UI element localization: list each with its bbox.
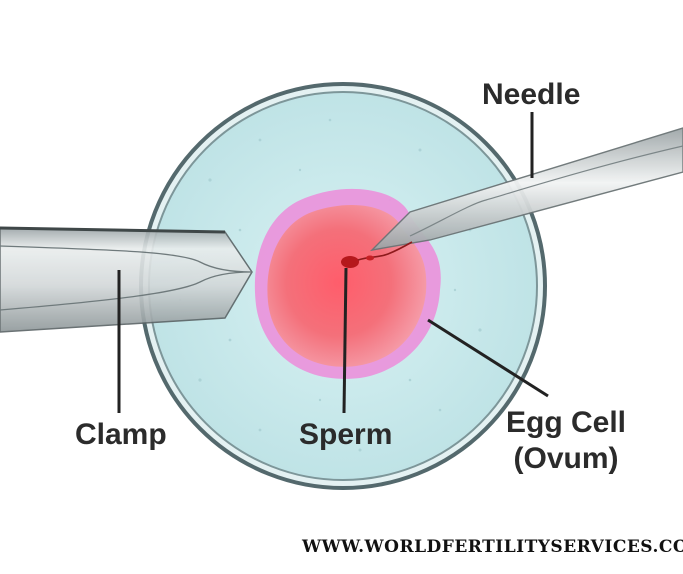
sperm-label: Sperm	[299, 418, 393, 451]
leader-lines	[117, 112, 549, 414]
egg-leader-line	[427, 318, 549, 398]
egg-cell-label: Egg Cell (Ovum)	[506, 405, 626, 477]
needle-label: Needle	[482, 78, 581, 111]
egg-cell-label-line2: (Ovum)	[513, 442, 619, 475]
egg-cell-label-line1: Egg Cell	[506, 406, 627, 439]
injection-needle	[369, 127, 683, 252]
clamp-label: Clamp	[75, 418, 167, 451]
sperm-leader-line	[342, 267, 348, 414]
sperm-cell	[341, 241, 413, 268]
website-watermark: WWW.WORLDFERTILITYSERVICES.COM	[302, 537, 683, 557]
clamp-pipette	[0, 226, 253, 333]
